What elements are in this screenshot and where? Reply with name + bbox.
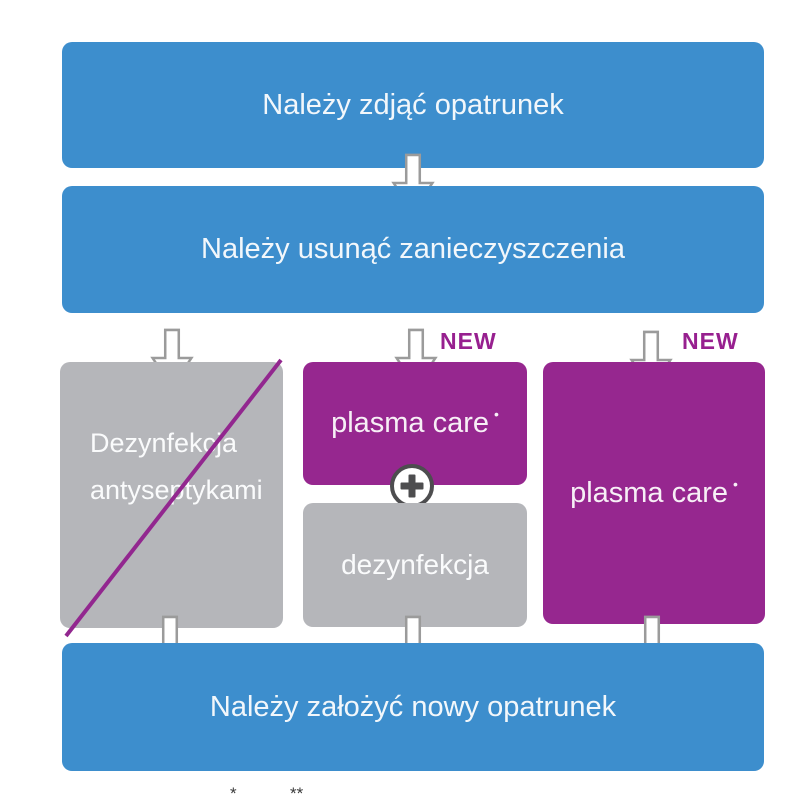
product-name: plasma care xyxy=(570,476,729,509)
product-name: plasma care xyxy=(331,407,490,439)
step-new-dressing-box: Należy założyć nowy opatrunek xyxy=(62,643,764,771)
footnote-mark-2: ** xyxy=(290,784,304,803)
option-plasma-care-box: plasma care• xyxy=(303,362,527,485)
plus-icon xyxy=(388,462,436,510)
option-antiseptic-disinfection-box: Dezynfekcja antyseptykami xyxy=(60,362,283,628)
option-plasma-care-only-box: plasma care• xyxy=(543,362,765,624)
step-remove-dressing-box: Należy zdjąć opatrunek xyxy=(62,42,764,168)
option-antiseptic-disinfection-label: Dezynfekcja antyseptykami xyxy=(90,420,263,514)
step-new-dressing-label: Należy założyć nowy opatrunek xyxy=(209,690,617,723)
label-line-2: antyseptykami xyxy=(90,475,263,505)
step-remove-dressing-label: Należy zdjąć opatrunek xyxy=(262,88,564,121)
option-disinfection-box: dezynfekcja xyxy=(303,503,527,627)
step-clean-wound-label: Należy usunąć zanieczyszczenia xyxy=(201,233,625,265)
plasma-care-label: plasma care• xyxy=(570,475,738,509)
new-badge-right: NEW xyxy=(682,328,739,354)
new-badge-middle: NEW xyxy=(440,328,497,354)
plasma-care-label: plasma care• xyxy=(331,406,499,439)
disinfection-label: dezynfekcja xyxy=(341,549,489,580)
label-line-1: Dezynfekcja xyxy=(90,428,238,458)
footnote-mark-1: * xyxy=(230,784,237,803)
step-clean-wound-box: Należy usunąć zanieczyszczenia xyxy=(62,186,764,313)
